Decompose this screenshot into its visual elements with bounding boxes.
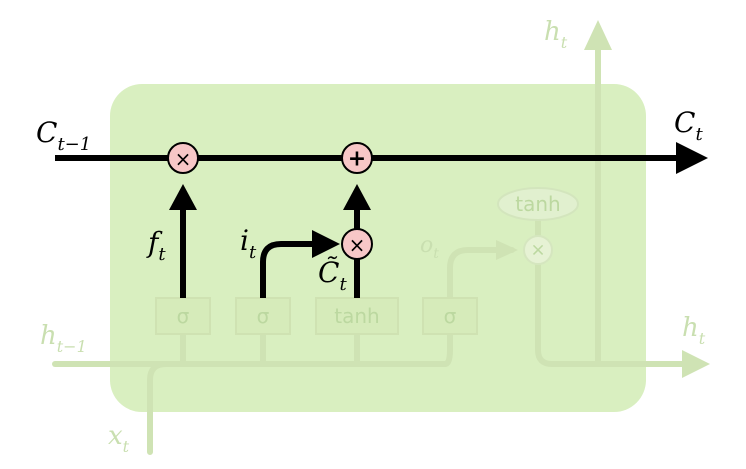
- forget-gate-box: [155, 297, 211, 335]
- forget-gate-arrowhead: [169, 184, 197, 210]
- c-next-base: C: [674, 106, 695, 139]
- o-t-sub: t: [433, 246, 439, 262]
- output-multiply-node: [523, 235, 553, 265]
- x-t-base: x: [108, 421, 123, 451]
- c-tilde-label: C̃t: [318, 256, 347, 295]
- h-out-top-base: h: [544, 17, 561, 47]
- output-gate-box: [422, 297, 478, 335]
- add-symbol: +: [348, 147, 366, 172]
- f-t-sub: t: [158, 244, 166, 265]
- h-prev-base: h: [40, 321, 57, 351]
- h-out-right-base: h: [682, 313, 699, 343]
- h-out-right-sub: t: [699, 329, 706, 348]
- output-multiply-symbol: ×: [530, 240, 545, 261]
- h-out-right-label: ht: [682, 313, 706, 348]
- tanh-output-ellipse: [497, 187, 579, 221]
- input-multiply-symbol: ×: [349, 233, 366, 257]
- h-out-top-label: ht: [544, 17, 568, 52]
- output-gate-path: [442, 331, 453, 367]
- h-prev-sub: t−1: [57, 337, 87, 356]
- c-prev-base: C: [36, 116, 57, 149]
- h-out-top-sub: t: [561, 33, 568, 52]
- h-out-right-arrowhead: [682, 350, 710, 378]
- c-prev-sub: t−1: [57, 134, 91, 155]
- c-next-sub: t: [695, 124, 703, 145]
- x-t-label: xt: [108, 421, 130, 456]
- input-gate-path: [260, 241, 316, 298]
- input-gate-label: σ: [257, 304, 270, 328]
- input-multiply-node: [341, 228, 373, 260]
- tanh-gate-box: [315, 297, 399, 335]
- input-gate-arrowhead: [312, 230, 340, 258]
- x-t-sub: t: [123, 437, 130, 456]
- x-input-path: [147, 361, 169, 455]
- output-gate-to-mult: [447, 247, 515, 301]
- c-prev-label: Ct−1: [36, 116, 91, 155]
- c-next-label: Ct: [674, 106, 703, 145]
- input-gate-box: [235, 297, 291, 335]
- tanh-gate-label: tanh: [334, 304, 379, 328]
- faded-paths: tanh × σ σ tanh σ ot ht−1 ht ht xt: [40, 17, 710, 456]
- tanh-output-label: tanh: [515, 192, 560, 216]
- c-tilde-base: C̃: [318, 256, 339, 289]
- output-gate-arrowhead: [496, 240, 518, 260]
- input-to-add-arrowhead: [343, 184, 371, 210]
- h-prev-label: ht−1: [40, 321, 87, 356]
- cell-state-arrowhead: [676, 142, 708, 174]
- c-tilde-sub: t: [339, 274, 347, 295]
- h-out-path: [535, 261, 693, 367]
- i-t-base: i: [240, 224, 249, 257]
- output-gate-label: σ: [444, 304, 457, 328]
- forget-gate-label: σ: [177, 304, 190, 328]
- i-t-label: it: [240, 224, 257, 263]
- o-t-base: o: [420, 233, 433, 258]
- forget-multiply-node: [167, 142, 199, 174]
- forget-multiply-symbol: ×: [175, 147, 192, 171]
- h-out-top-arrowhead: [584, 20, 612, 50]
- o-t-label: ot: [420, 233, 439, 262]
- highlighted-paths: × + × Ct−1 Ct ft it C̃t: [36, 106, 708, 298]
- i-t-sub: t: [249, 242, 257, 263]
- add-node: [341, 142, 373, 174]
